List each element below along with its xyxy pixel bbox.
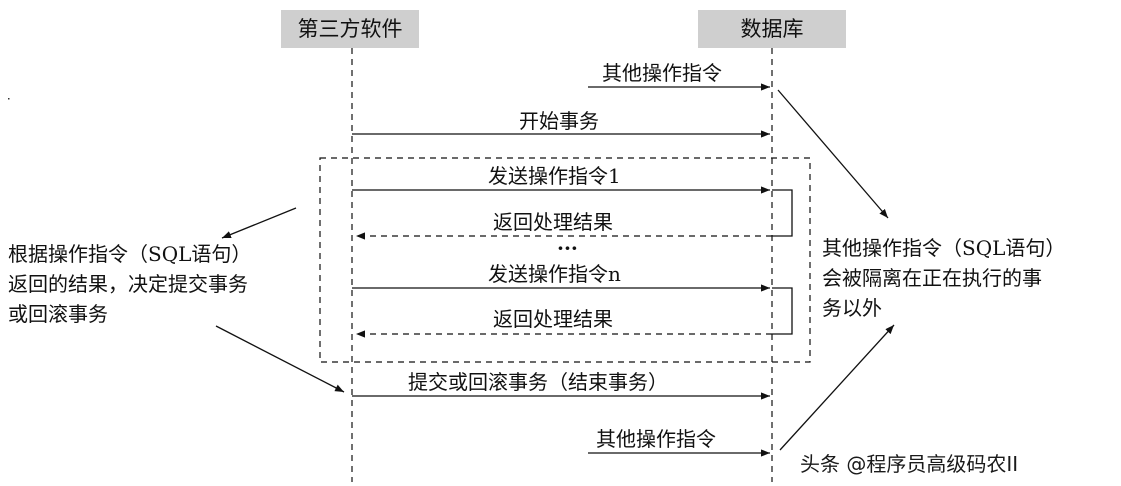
message-label-commit: 提交或回滚事务（结束事务） (408, 370, 668, 394)
message-label-send-n: 发送操作指令n (488, 262, 621, 286)
message-label-begin: 开始事务 (519, 109, 599, 133)
transaction-box (319, 157, 811, 363)
note-left-pointer-down (215, 325, 345, 393)
lifeline-header-app: 第三方软件 (281, 10, 419, 48)
note-left-line-2: 返回的结果，决定提交事务 (8, 272, 248, 296)
watermark: 头条 @程序员高级码农II (800, 452, 1019, 476)
message-label-other-1: 其他操作指令 (602, 61, 722, 85)
note-left-pointer-up (221, 207, 297, 239)
self-loop-n (772, 287, 793, 335)
note-right-line-1: 其他操作指令（SQL语句） (822, 236, 1066, 260)
lifeline-header-db: 数据库 (698, 10, 846, 48)
note-right-pointer-out (779, 324, 895, 451)
self-loop-1 (772, 189, 793, 237)
note-right-line-3: 务以外 (822, 296, 882, 320)
message-label-return-n: 返回处理结果 (493, 307, 613, 331)
message-label-send-1: 发送操作指令1 (488, 164, 621, 188)
edge-mark (8, 98, 10, 100)
note-right-line-2: 会被隔离在正在执行的事 (822, 266, 1042, 290)
note-right-pointer-in (777, 89, 889, 219)
message-label-other-2: 其他操作指令 (596, 427, 716, 451)
message-label-ellipsis: ··· (557, 236, 578, 260)
note-left-line-1: 根据操作指令（SQL语句） (8, 242, 252, 266)
note-left-line-3: 或回滚事务 (8, 302, 108, 326)
message-label-return-1: 返回处理结果 (493, 210, 613, 234)
